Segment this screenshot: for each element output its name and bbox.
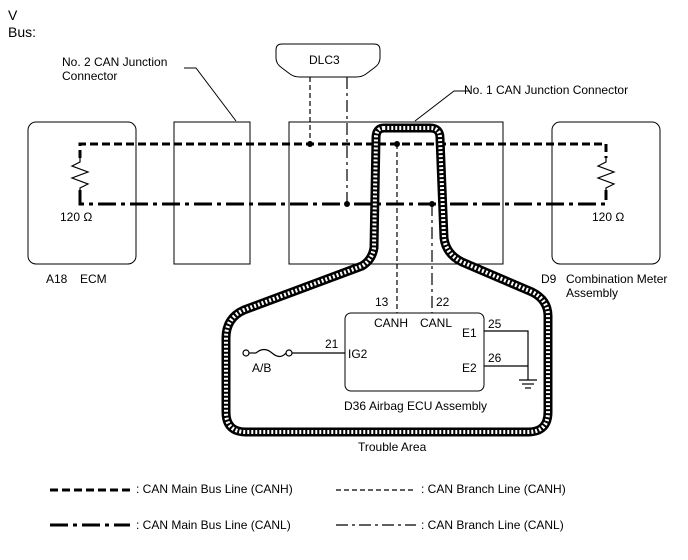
ecm-resistor-value: 120 Ω bbox=[60, 210, 92, 224]
pin-e1-label: E1 bbox=[462, 326, 477, 340]
no1-junction-box bbox=[288, 121, 504, 265]
pin-canh-number: 13 bbox=[375, 295, 389, 309]
airbag-code: D36 bbox=[344, 399, 366, 413]
meter-code: D9 bbox=[541, 272, 557, 286]
can-main-bus-canh bbox=[78, 142, 608, 158]
airbag-name: Airbag ECU Assembly bbox=[369, 399, 487, 413]
dlc3-connector bbox=[275, 43, 381, 78]
trouble-area-label: Trouble Area bbox=[358, 440, 427, 454]
meter-resistor bbox=[596, 158, 616, 190]
trouble-area-outline bbox=[221, 123, 553, 437]
ecm-box bbox=[27, 121, 137, 265]
fuse-label: A/B bbox=[252, 361, 271, 375]
ground-icon bbox=[519, 379, 537, 389]
no2-junction-label-2: Connector bbox=[62, 69, 117, 83]
meter-name-2: Assembly bbox=[566, 286, 618, 300]
can-main-bus-canl bbox=[78, 190, 608, 206]
meter-name-1: Combination Meter bbox=[566, 272, 667, 286]
airbag-canl-junction-dot bbox=[429, 201, 435, 207]
no1-junction-label: No. 1 CAN Junction Connector bbox=[464, 83, 628, 97]
no1-leader-line bbox=[414, 90, 470, 122]
pin-canh-label: CANH bbox=[374, 316, 408, 330]
legend-branch-canh-label: : CAN Branch Line (CANH) bbox=[421, 482, 566, 496]
dlc3-canl-junction-dot bbox=[344, 201, 350, 207]
legend-main-canl-label: : CAN Main Bus Line (CANL) bbox=[136, 518, 291, 532]
pin-e2-label: E2 bbox=[462, 361, 477, 375]
e1-ground-wire bbox=[484, 330, 529, 380]
no2-junction-box bbox=[173, 121, 251, 265]
legend-main-canh-label: : CAN Main Bus Line (CANH) bbox=[136, 482, 293, 496]
diagram-title-bus: Bus: bbox=[8, 24, 36, 40]
pin-ig2-number: 21 bbox=[325, 337, 339, 351]
dlc3-label: DLC3 bbox=[309, 53, 340, 67]
diagram-title-v: V bbox=[8, 7, 18, 23]
no2-leader-line bbox=[184, 67, 237, 122]
pin-canl-label: CANL bbox=[420, 316, 452, 330]
pin-e2-number: 26 bbox=[488, 351, 502, 365]
legend-branch-canl-label: : CAN Branch Line (CANL) bbox=[421, 518, 564, 532]
ecm-code: A18 bbox=[46, 272, 68, 286]
pin-canl-number: 22 bbox=[436, 295, 450, 309]
ecm-name: ECM bbox=[80, 272, 107, 286]
pin-e1-number: 25 bbox=[488, 317, 502, 331]
meter-resistor-value: 120 Ω bbox=[592, 210, 624, 224]
airbag-canh-junction-dot bbox=[394, 141, 400, 147]
meter-box bbox=[551, 121, 661, 265]
dlc3-canh-junction-dot bbox=[307, 141, 313, 147]
no2-junction-label-1: No. 2 CAN Junction bbox=[62, 55, 167, 69]
fuse-icon bbox=[242, 348, 293, 358]
ecm-resistor bbox=[70, 158, 90, 190]
pin-ig2-label: IG2 bbox=[348, 347, 368, 361]
airbag-ecu-box bbox=[344, 312, 485, 392]
